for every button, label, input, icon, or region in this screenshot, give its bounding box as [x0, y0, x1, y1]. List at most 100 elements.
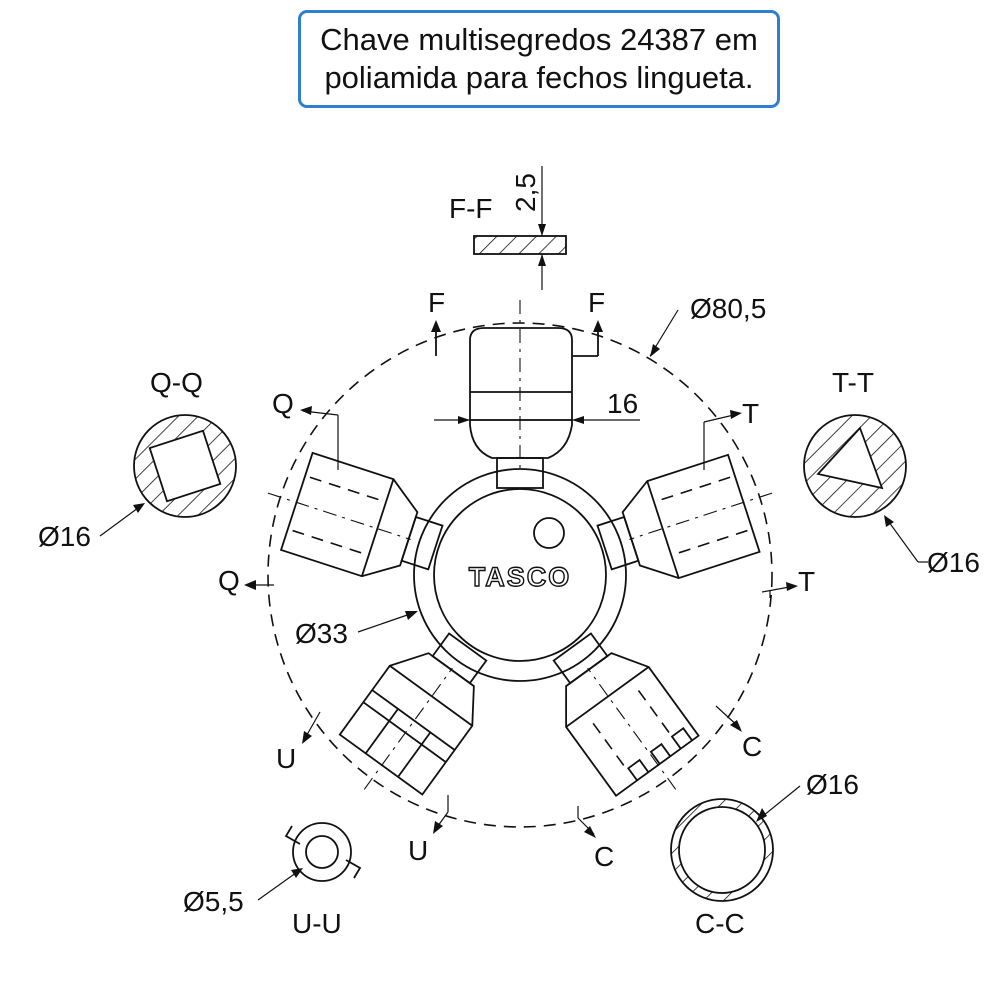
hub-diameter-text: Ø33	[295, 618, 348, 649]
f-marker-right-arrow	[593, 320, 603, 332]
prong-right-hidden-1	[658, 476, 731, 502]
section-uu-inner	[305, 835, 339, 869]
q-marker-top: Q	[272, 388, 294, 419]
prong-left-hidden-1	[292, 529, 365, 555]
tip-width-arrow-left	[458, 416, 470, 424]
title-line-1: Chave multisegredos 24387 em	[320, 22, 758, 57]
prong-right-centerline	[629, 492, 773, 540]
c-marker-top: C	[742, 731, 762, 762]
hub-outer-circle	[413, 468, 627, 682]
prong-top-body	[469, 327, 573, 459]
section-cc-diameter: Ø16	[806, 769, 859, 800]
prong-lower-right-hidden-2	[587, 716, 625, 766]
u-marker-top: U	[276, 743, 296, 774]
section-qq-outline	[133, 414, 237, 518]
prong-lower-right	[552, 632, 700, 797]
prong-left	[267, 451, 444, 578]
prong-lower-left-slot-3	[397, 731, 432, 778]
prong-lower-right-band	[565, 666, 650, 728]
t-marker-top: T	[742, 398, 759, 429]
prong-right-neck	[596, 515, 640, 571]
section-cc-arrow	[756, 808, 767, 822]
t-marker-bottom-arrow	[786, 582, 798, 591]
section-cc-label: C-C	[695, 908, 745, 939]
hub: TASCO	[413, 468, 627, 682]
hub-inner-circle	[433, 488, 607, 662]
prong-left-neck	[400, 515, 444, 571]
prong-lower-left-slot-4	[364, 708, 399, 754]
section-qq-diameter: Ø16	[38, 521, 91, 552]
section-uu-lug-2	[345, 859, 362, 879]
prong-right	[596, 453, 773, 580]
prong-lower-right-notches	[627, 727, 693, 781]
tasco-logo: TASCO	[469, 562, 572, 592]
u-marker-top-arrow	[302, 731, 312, 744]
section-uu-outer	[292, 822, 352, 882]
prong-lower-left-slot-1	[362, 701, 447, 763]
prong-left-band	[361, 478, 395, 577]
q-marker-bottom-arrow	[244, 580, 256, 590]
prong-lower-right-hidden-1	[633, 683, 670, 733]
section-ff-profile	[473, 235, 567, 255]
outer-diameter-arrow	[650, 344, 660, 357]
prong-lower-left-centerline	[363, 667, 453, 790]
section-ff: F-F 2,5	[449, 166, 567, 290]
section-qq-arrow	[133, 503, 145, 513]
prong-lower-left	[338, 632, 488, 796]
prong-left-centerline	[267, 492, 411, 540]
hub-hole	[533, 517, 565, 549]
prong-left-hidden-2	[309, 476, 382, 502]
c-marker-top-arrow	[730, 720, 742, 732]
prong-lower-right-centerline	[587, 667, 677, 790]
section-tt-arrow	[884, 515, 894, 527]
hub-diameter-leader	[357, 611, 417, 633]
section-ff-label: F-F	[449, 193, 493, 224]
title-box: Chave multisegredos 24387 em poliamida p…	[298, 10, 780, 108]
t-marker-top-arrow	[730, 410, 742, 419]
section-tt-diameter: Ø16	[927, 547, 980, 578]
title-line-2: poliamida para fechos lingueta.	[324, 60, 754, 95]
thickness-arrow-top	[538, 224, 546, 236]
prong-top-neck	[496, 457, 544, 489]
thickness-dimension-text: 2,5	[510, 173, 541, 212]
c-marker-bottom: C	[594, 841, 614, 872]
section-uu-leader	[257, 869, 301, 901]
prong-lower-left-slot-2	[371, 689, 456, 751]
prong-right-hidden-2	[675, 529, 748, 555]
c-marker-bottom-arrow	[584, 826, 596, 838]
prong-top: 16 F F	[428, 287, 640, 489]
u-marker-bottom: U	[408, 835, 428, 866]
section-tt-triangle	[816, 426, 884, 490]
section-tt-label: T-T	[832, 367, 874, 398]
section-qq-square	[148, 429, 222, 503]
prong-lower-right-neck	[552, 632, 609, 685]
section-cc: Ø16 C-C	[670, 769, 859, 939]
section-tt-outline	[803, 414, 907, 518]
prong-left-body	[279, 451, 419, 578]
prong-right-band	[646, 480, 680, 579]
section-tt-leader	[885, 517, 919, 563]
section-uu-diameter: Ø5,5	[183, 886, 244, 917]
section-uu-arrow	[291, 868, 303, 878]
t-marker-bottom: T	[798, 566, 815, 597]
section-cc-outline	[670, 798, 774, 902]
prong-lower-left-band	[389, 665, 473, 727]
section-uu-label: U-U	[292, 908, 342, 939]
q-marker-bottom: Q	[218, 565, 240, 596]
tip-width-text: 16	[607, 388, 638, 419]
tip-width-arrow-right	[572, 416, 584, 424]
section-qq-label: Q-Q	[150, 367, 203, 398]
hub-diameter-arrow	[405, 611, 418, 620]
section-cc-bore	[678, 806, 766, 894]
outer-diameter-text: Ø80,5	[690, 293, 766, 324]
prong-lower-left-neck	[431, 632, 488, 685]
section-uu: Ø5,5 U-U	[183, 822, 362, 939]
thickness-arrow-bottom	[538, 254, 546, 266]
f-marker-left: F	[428, 287, 445, 318]
prong-right-body	[621, 453, 761, 580]
q-marker-top-arrow	[300, 406, 312, 415]
f-marker-right: F	[588, 287, 605, 318]
f-marker-left-arrow	[431, 320, 441, 332]
section-qq: Q-Q Ø16	[38, 367, 237, 552]
